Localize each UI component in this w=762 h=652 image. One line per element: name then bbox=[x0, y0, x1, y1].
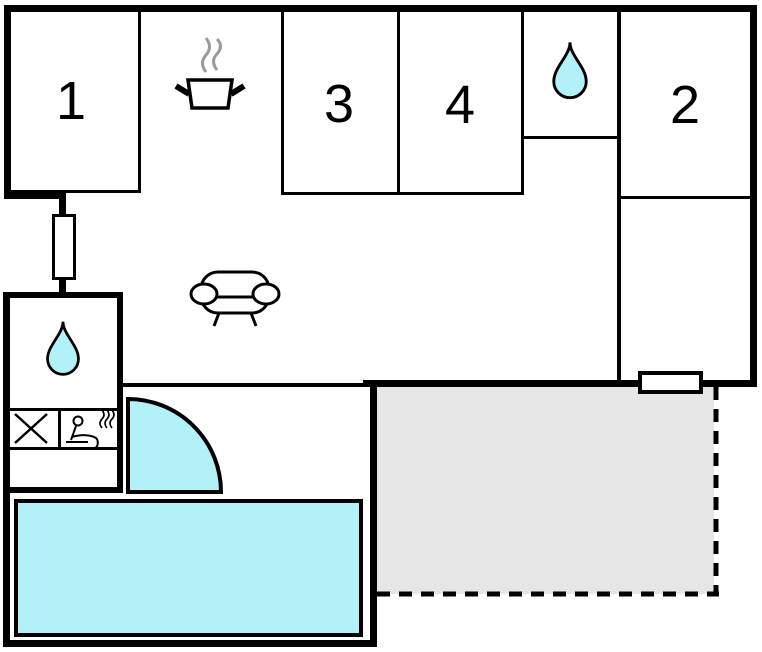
room-2-label: 2 bbox=[669, 75, 701, 135]
wall-top bbox=[4, 5, 757, 12]
wall-room3-left bbox=[281, 12, 284, 195]
wall-poolroom-right bbox=[370, 380, 377, 647]
wall-iconbox-top bbox=[3, 408, 120, 411]
water-drop-icon bbox=[46, 321, 80, 376]
sauna-person-icon bbox=[66, 409, 115, 449]
room-3-label: 3 bbox=[323, 74, 355, 134]
wall-room3-room4-divider bbox=[397, 12, 400, 195]
terrace-window bbox=[638, 371, 703, 394]
wall-bathblock-right bbox=[117, 292, 123, 487]
water-drop-icon bbox=[552, 42, 588, 100]
wall-room4-right bbox=[521, 12, 524, 195]
wall-bottom-main bbox=[363, 380, 757, 387]
wall-door-stub-top bbox=[59, 199, 66, 216]
room-1-label: 1 bbox=[55, 71, 87, 131]
wall-left-upper bbox=[4, 5, 11, 199]
wall-bathroom2-bottom bbox=[521, 136, 621, 139]
swimming-pool bbox=[14, 499, 363, 637]
wall-iconbox-bottom bbox=[3, 447, 120, 450]
crossed-box-icon bbox=[14, 413, 48, 444]
wall-iconbox-divider bbox=[58, 408, 61, 450]
wall-door-stub-bottom bbox=[59, 277, 66, 294]
wall-left-lower bbox=[3, 292, 10, 647]
wall-room2-bottom bbox=[617, 196, 753, 199]
cooking-pot-icon bbox=[174, 37, 246, 110]
wall-rooms34-bottom bbox=[281, 192, 524, 195]
wall-hallway-top bbox=[120, 383, 377, 387]
wall-room1-bottom-thick bbox=[4, 192, 66, 199]
terrace-area bbox=[377, 387, 714, 594]
wall-bottom-left bbox=[3, 640, 377, 647]
wall-right bbox=[750, 5, 757, 387]
door-swing-icon bbox=[126, 396, 224, 494]
wall-room1-bottom bbox=[11, 190, 141, 193]
wall-bathblock-top bbox=[3, 292, 123, 298]
entrance-door bbox=[52, 214, 76, 280]
wall-poolroom-top bbox=[3, 487, 123, 493]
room-4-label: 4 bbox=[444, 75, 476, 135]
sofa-icon bbox=[189, 270, 281, 327]
wall-room1-right bbox=[138, 12, 141, 193]
